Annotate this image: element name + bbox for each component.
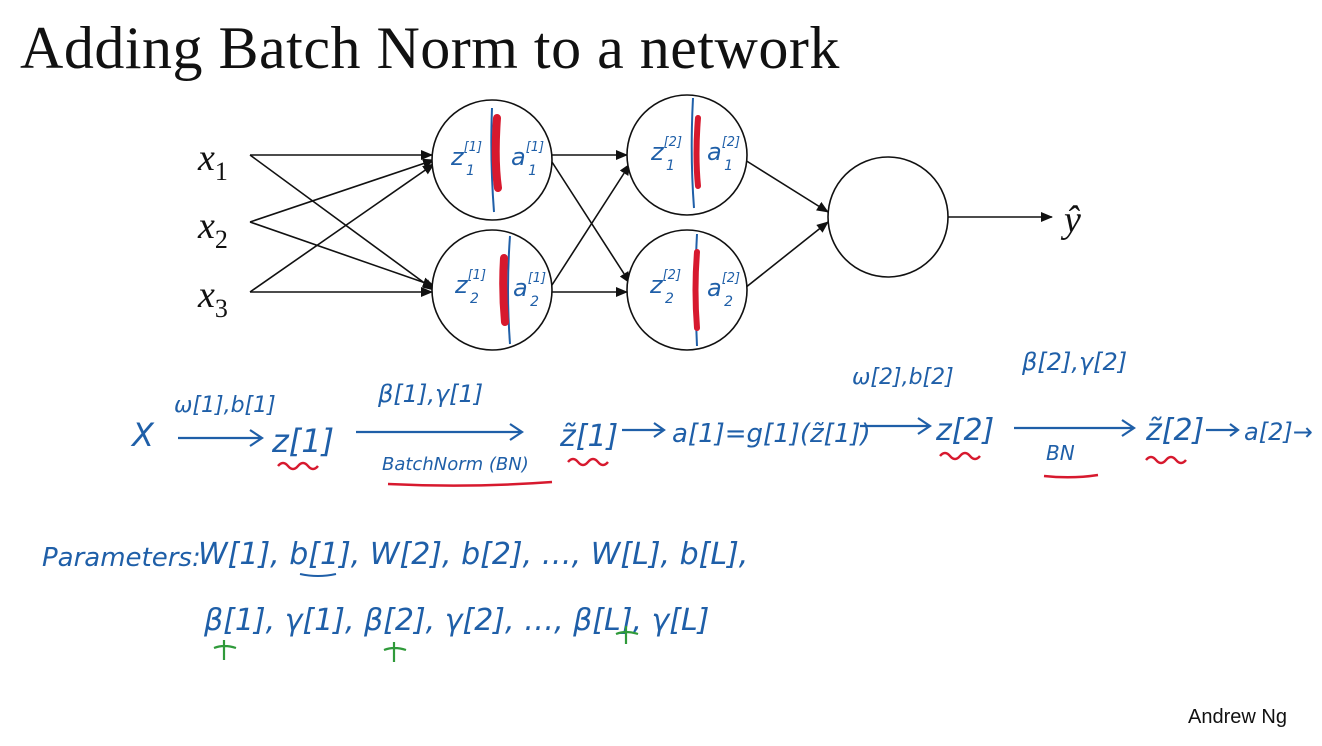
red-squiggle-ztilde2 [1145, 455, 1187, 465]
arrow-ztilde1-a1 [622, 422, 666, 438]
green-tick-beta2 [383, 642, 407, 662]
output-y-hat: ŷ [1060, 199, 1081, 241]
neuron-z: z[1]2 [454, 268, 486, 307]
slide-title: Adding Batch Norm to a network [20, 15, 840, 81]
split-line [507, 235, 511, 345]
split-line [490, 107, 495, 213]
label-w1-b1: ω[1],b[1] [174, 393, 276, 418]
neuron-layer2-unit1: z[2]1 a[2]1 [626, 94, 748, 216]
label-bn: BN [1046, 441, 1075, 465]
arrow-z1-ztilde1 [356, 423, 524, 441]
parameters-line1: W[1], b[1], W[2], b[2], …, W[L], b[L], [198, 537, 748, 572]
neuron-z: z[1]1 [450, 140, 482, 179]
red-underline-bn [1043, 473, 1099, 479]
green-tick-beta1 [213, 640, 237, 660]
label-beta2-gamma2: β[2],γ[2] [1021, 348, 1127, 376]
pipeline-x: X [130, 416, 155, 454]
bn-red-bar [499, 254, 509, 326]
label-beta1-gamma1: β[1],γ[1] [377, 380, 483, 408]
neuron-a: a[2]2 [707, 271, 740, 310]
network-edges [249, 150, 1053, 297]
neuron-z: z[2]1 [650, 135, 682, 174]
pipeline-ztilde2: z̃[2] [1145, 413, 1204, 448]
bn-red-bar [491, 114, 502, 192]
neuron-layer1-unit1: z[1]1 a[1]1 [431, 99, 553, 221]
arrow-x-z1 [178, 429, 264, 447]
edge-x3-n11 [249, 163, 435, 293]
label-batch-norm: BatchNorm (BN) [382, 454, 529, 475]
neuron-layer2-unit2: z[2]2 a[2]2 [626, 229, 748, 351]
pipeline-a1: a[1]=g[1](z̃[1]) [672, 419, 871, 449]
pipeline-a2: a[2]→ … [1244, 418, 1322, 446]
edge-n12-n21 [551, 163, 631, 286]
red-squiggle-z1 [277, 461, 319, 471]
neuron-z: z[2]2 [649, 268, 681, 307]
red-underline-batch-norm [387, 480, 553, 487]
neuron-a: a[1]2 [513, 271, 546, 310]
input-x2: x2 [197, 205, 228, 254]
input-x3: x3 [197, 274, 228, 323]
neuron-a: a[1]1 [511, 140, 544, 179]
bn-red-bar [693, 115, 701, 189]
red-squiggle-z2 [939, 451, 981, 461]
split-line [690, 97, 695, 209]
label-w2-b2: ω[2],b[2] [852, 365, 954, 390]
edge-n22-out [744, 221, 829, 289]
neuron-a: a[2]1 [707, 135, 740, 174]
pipeline-z1: z[1] [271, 422, 334, 460]
parameters-label: Parameters: [42, 543, 201, 573]
edge-x2-n12 [249, 221, 435, 288]
pipeline-ztilde1: z̃[1] [559, 419, 618, 454]
arrow-z2-ztilde2 [1014, 419, 1136, 437]
forward-pipeline: X ω[1],b[1] z[1] β[1],γ[1] BatchNorm (BN… [130, 348, 1322, 487]
edge-x2-n11 [249, 158, 435, 223]
edge-n21-out [744, 159, 829, 213]
pipeline-z2: z[2] [935, 413, 994, 448]
red-squiggle-ztilde1 [567, 457, 609, 467]
bn-red-bar [692, 249, 700, 331]
arrow-ztilde2-a2 [1206, 423, 1240, 437]
edge-n11-n22 [551, 161, 631, 284]
output-neuron [827, 156, 949, 278]
arrow-a1-z2 [860, 417, 932, 435]
author-credit: Andrew Ng [1188, 706, 1287, 728]
edge-x1-n12 [249, 154, 435, 291]
parameters-block: Parameters: W[1], b[1], W[2], b[2], …, W… [42, 537, 748, 662]
input-labels: x1 x2 x3 [197, 137, 228, 323]
green-tick-betaL [615, 626, 639, 644]
neuron-layer1-unit2: z[1]2 a[1]2 [431, 229, 553, 351]
underline-b1 [299, 573, 337, 577]
input-x1: x1 [197, 137, 228, 186]
